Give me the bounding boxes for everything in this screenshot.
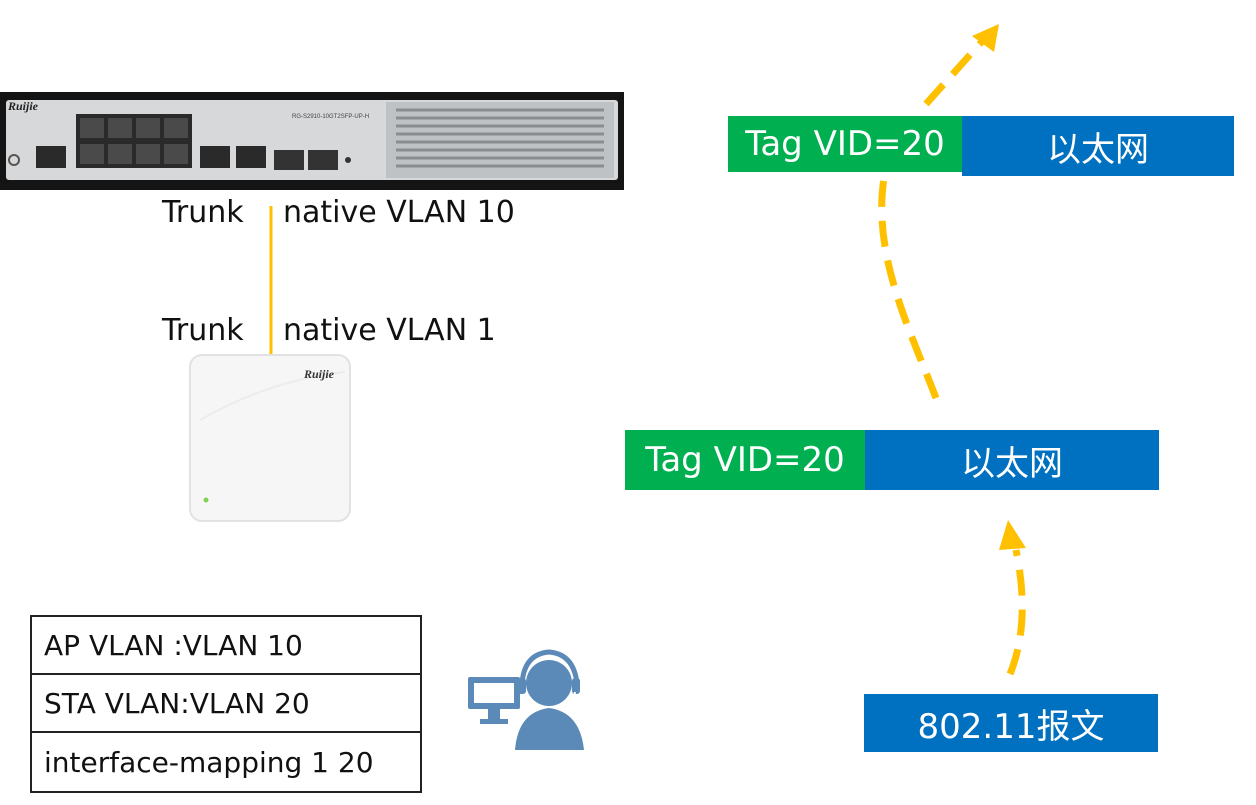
ap-native-vlan-label: native VLAN 1 [283, 313, 496, 348]
ethernet-frame-lower: Tag VID=20 以太网 [625, 430, 1159, 490]
config-row-interface-mapping: interface-mapping 1 20 [44, 745, 374, 779]
ethernet-payload-block: 以太网 [962, 116, 1234, 176]
access-point-device: Ruijie [189, 354, 351, 522]
ethernet-frame-upper: Tag VID=20 以太网 [728, 116, 1234, 176]
config-row-ap-vlan: AP VLAN :VLAN 10 [32, 617, 420, 675]
ap-brand-logo: Ruijie [303, 367, 335, 381]
switch-device: Ruijie RG-S2910-10GT2SFP-UP-H [0, 92, 624, 190]
config-table: AP VLAN :VLAN 10 STA VLAN:VLAN 20 interf… [30, 615, 422, 793]
vlan-tag-block: Tag VID=20 [728, 116, 962, 172]
svg-text:RG-S2910-10GT2SFP-UP-H: RG-S2910-10GT2SFP-UP-H [292, 114, 369, 120]
vlan-tag-block: Tag VID=20 [625, 430, 865, 490]
user-terminal-icon [468, 649, 584, 750]
ap-trunk-label: Trunk [162, 313, 244, 348]
config-row-sta-vlan: STA VLAN:VLAN 20 [32, 675, 420, 733]
switch-trunk-label: Trunk [162, 195, 244, 230]
switch-brand-logo: Ruijie [7, 99, 39, 113]
flow-arrow-lower [999, 520, 1026, 676]
ethernet-payload-block: 以太网 [865, 430, 1159, 490]
flow-arrow-upper [878, 24, 999, 400]
switch-native-vlan-label: native VLAN 10 [283, 195, 515, 230]
wireless-80211-frame: 802.11报文 [864, 694, 1158, 752]
